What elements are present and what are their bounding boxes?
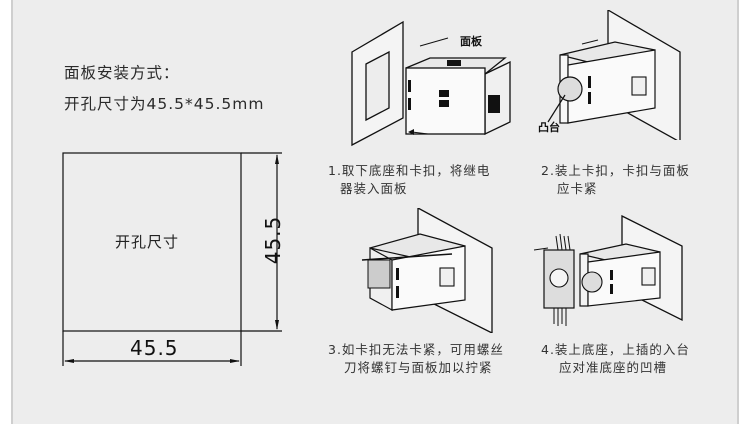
- step1-illustration: [351, 20, 511, 147]
- step1-line2: 器装入面板: [340, 181, 408, 196]
- step3-line2: 刀将螺钉与面板加以拧紧: [344, 360, 493, 375]
- height-dimension-label: 45.5: [261, 215, 285, 265]
- step4-illustration: [533, 214, 683, 326]
- width-dimension-label: 45.5: [130, 336, 179, 360]
- panel-callout: 面板: [460, 35, 482, 48]
- step2-illustration: [547, 10, 681, 140]
- step4-line1: 4.装上底座，上插的入台: [541, 342, 690, 357]
- intro-title: 面板安装方式：: [64, 64, 180, 82]
- intro-text: 面板安装方式： 开孔尺寸为45.5*45.5mm: [64, 58, 264, 120]
- step3-caption: 3.如卡扣无法卡紧，可用螺丝 刀将螺钉与面板加以拧紧: [328, 341, 504, 377]
- intro-cutout-size: 开孔尺寸为45.5*45.5mm: [64, 95, 265, 113]
- step4-caption: 4.装上底座，上插的入台 应对准底座的凹槽: [541, 341, 690, 377]
- step2-line2: 应卡紧: [557, 181, 598, 196]
- step1-line1: 1.取下底座和卡扣，将继电: [328, 163, 491, 178]
- step1-caption: 1.取下底座和卡扣，将继电 器装入面板: [328, 162, 490, 198]
- boss-callout: 凸台: [538, 121, 560, 134]
- step4-line2: 应对准底座的凹槽: [559, 360, 668, 375]
- step3-line1: 3.如卡扣无法卡紧，可用螺丝: [328, 342, 504, 357]
- step2-line1: 2.装上卡扣，卡扣与面板: [541, 163, 690, 178]
- step3-illustration: [361, 208, 493, 333]
- cutout-center-label: 开孔尺寸: [115, 233, 180, 251]
- step2-caption: 2.装上卡扣，卡扣与面板 应卡紧: [541, 162, 690, 198]
